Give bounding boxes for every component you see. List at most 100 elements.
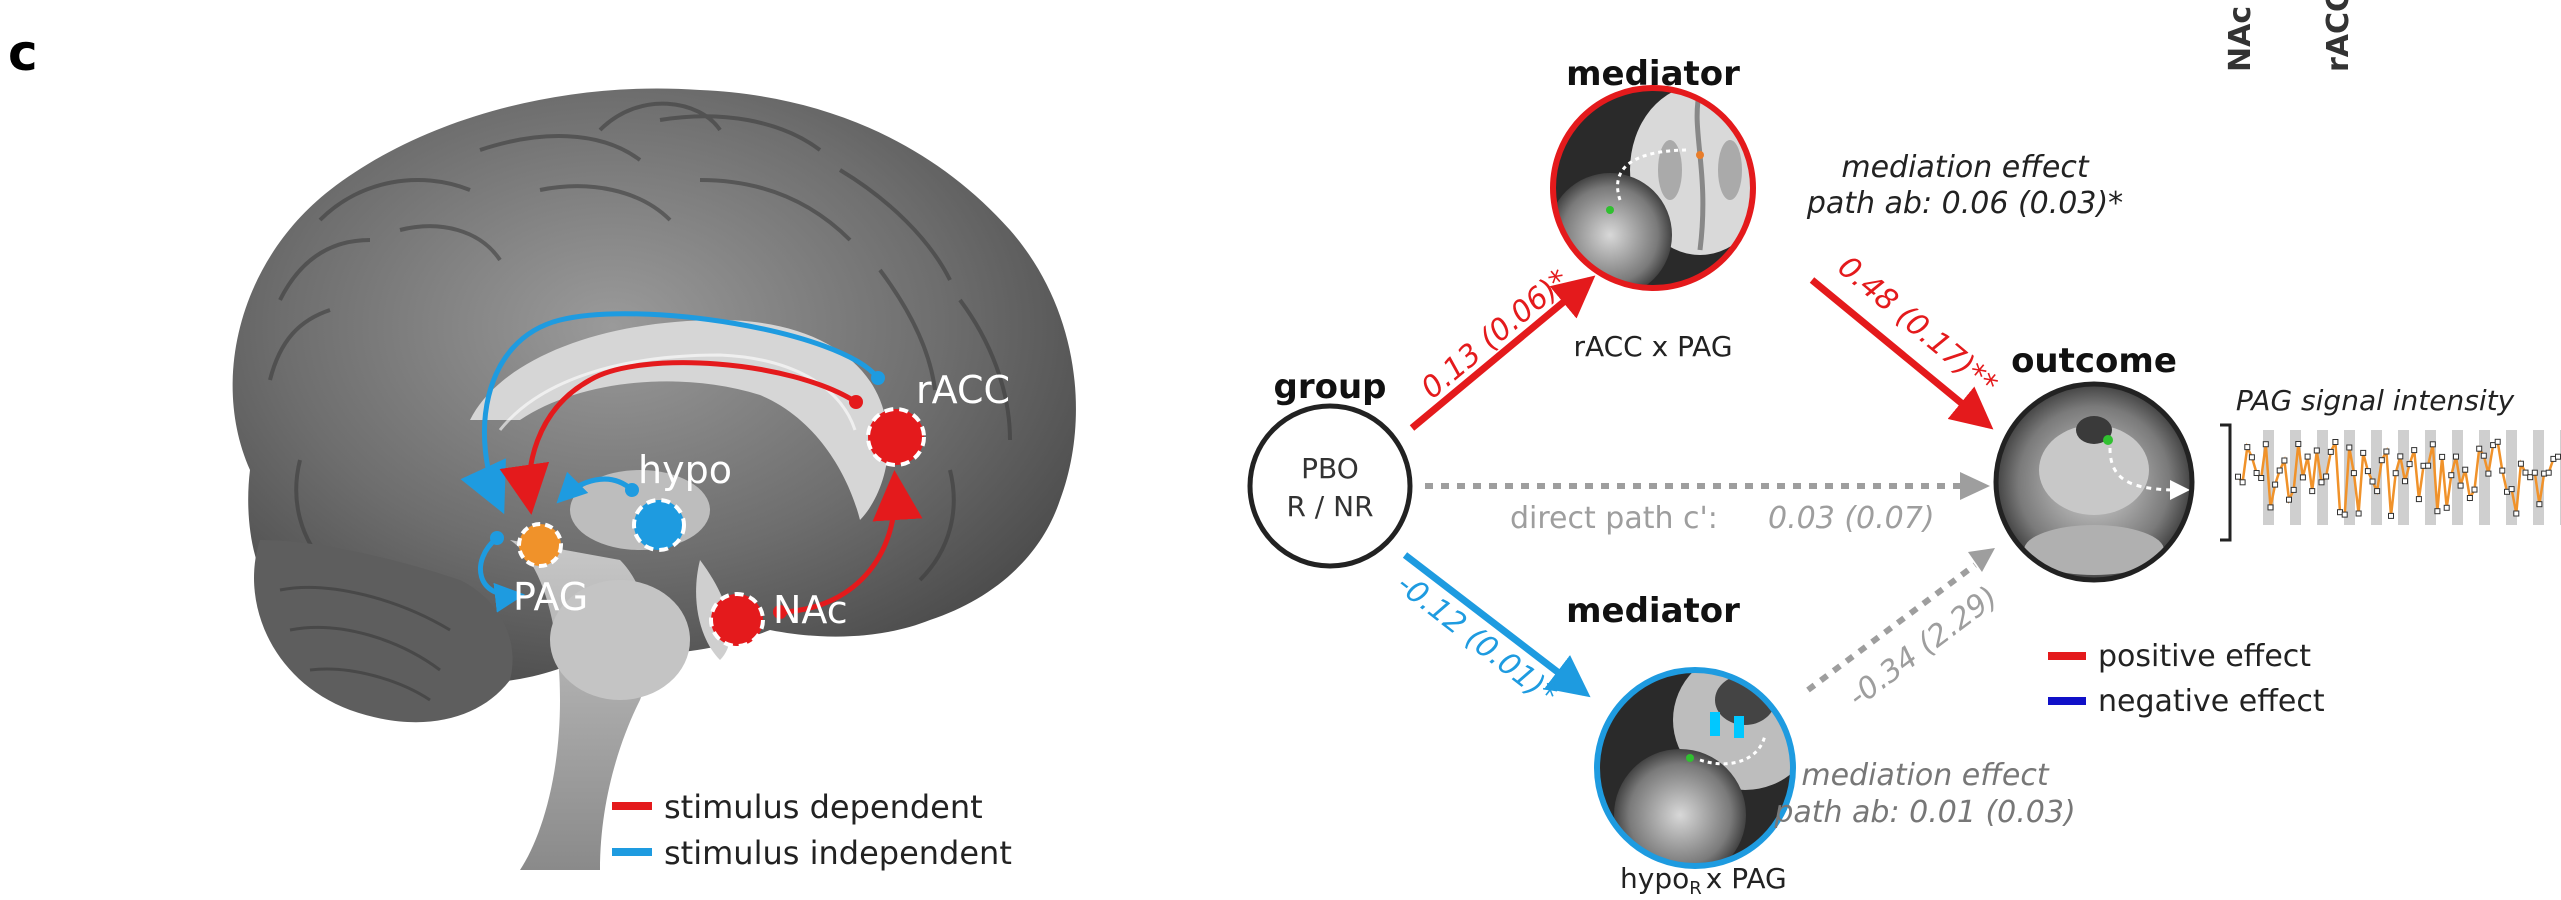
signal-point [2374,488,2381,495]
signal-point [2272,481,2279,488]
signal-point [2402,478,2408,485]
signal-point [2383,448,2390,455]
signal-point [2276,467,2283,474]
brain-legend: stimulus dependent stimulus independent [612,788,1012,872]
node-pag [519,524,561,566]
signal-point [2434,508,2441,515]
node-racc [868,409,924,465]
signal-point [2443,504,2450,511]
signal-point [2332,439,2339,445]
legend-stimulus-independent: stimulus independent [664,834,1012,872]
signal-point [2244,444,2251,451]
signal-point [2239,479,2246,486]
signal-point [2499,467,2506,474]
path-a-bottom-arrow [1402,552,1591,698]
signal-point [2388,512,2394,519]
signal-point [2485,470,2492,477]
path-a-bottom-label: -0.12 (0.01)* [1390,567,1563,713]
group-node [1247,403,1413,569]
signal-stripe [2452,430,2463,525]
path-a-top-label: 0.13 (0.06)* [1415,263,1577,407]
signal-stripe [2317,430,2328,525]
signal-point [2355,510,2362,517]
path-b-bottom-arrow [1806,562,1977,693]
signal-point [2476,445,2483,452]
signal-point [2309,488,2316,495]
mediator-top-effect-title: mediation effect [1841,150,2090,185]
signal-point [2235,473,2241,480]
signal-point [2304,453,2311,460]
path-b-bottom-label: -0.34 (2.29) [1842,580,2005,715]
node-nac [711,594,763,646]
signal-point [2350,470,2357,477]
signal-point [2267,504,2274,511]
signal-point [2411,447,2418,454]
path-b-bottom-arrowhead [1968,548,1995,572]
signal-point [2341,511,2348,518]
mediator-top-image [1550,85,1756,291]
legend-negative: negative effect [2098,684,2325,719]
signal-trace [2235,430,2561,525]
signal-point [2522,469,2529,476]
panel-label: c [8,24,38,82]
legend-swatch-stimulus-dependent [612,802,652,810]
outcome-signal-label: PAG signal intensity [2236,384,2515,417]
mediator-top-effect-path: path ab: 0.06 (0.03)* [1806,186,2123,221]
signal-stripe [2533,430,2544,525]
legend-positive: positive effect [2098,639,2311,674]
signal-point [2457,482,2464,489]
group-title: group [1273,367,1386,407]
signal-point [2360,449,2367,456]
signal-point [2480,452,2487,459]
cut-label-racc: rACC [2321,0,2356,72]
signal-point [2494,438,2501,445]
signal-point [2299,474,2306,481]
label-racc: rACC [916,368,1010,412]
signal-point [2490,442,2497,449]
signal-point [2425,462,2432,469]
node-hypo [634,500,684,550]
outcome-image [1993,381,2195,583]
signal-point [2545,469,2552,476]
legend-stimulus-dependent: stimulus dependent [664,788,983,826]
signal-point [2453,453,2459,460]
label-hypo: hypo [638,448,732,492]
signal-point [2555,453,2561,460]
mediator-bottom-image [1594,667,1796,869]
signal-point [2513,510,2520,517]
signal-point [2531,469,2538,476]
signal-point [2346,444,2353,451]
signal-point [2508,486,2515,493]
brain-illustration [232,88,1076,870]
signal-point [2253,470,2260,476]
signal-point [2313,447,2320,454]
direct-path-value: 0.03 (0.07) [1768,501,1935,536]
signal-point [2248,454,2255,461]
legend-swatch-negative [2048,697,2086,705]
signal-point [2286,496,2292,503]
signal-point [2429,441,2436,448]
signal-point [2364,468,2371,475]
signal-point [2290,486,2297,493]
brain-connections [460,311,923,619]
signal-point [2318,479,2325,486]
mediator-top-label: rACC x PAG [1573,330,1732,363]
signal-point [2262,441,2269,448]
signal-point [2536,501,2543,508]
brain-nodes [517,407,926,648]
signal-point [2517,460,2524,467]
signal-line [2237,439,2559,517]
signal-point [2415,496,2422,503]
cut-label-nac: NAc [2223,6,2258,72]
group-line2: R / NR [1286,490,1373,523]
legend-swatch-positive [2048,652,2086,660]
signal-point [2527,474,2534,481]
signal-stripe [2344,430,2355,525]
signal-point [2369,478,2376,485]
label-nac: NAc [773,588,848,632]
signal-point [2378,457,2385,464]
signal-point [2295,441,2302,447]
signal-point [2281,457,2288,464]
